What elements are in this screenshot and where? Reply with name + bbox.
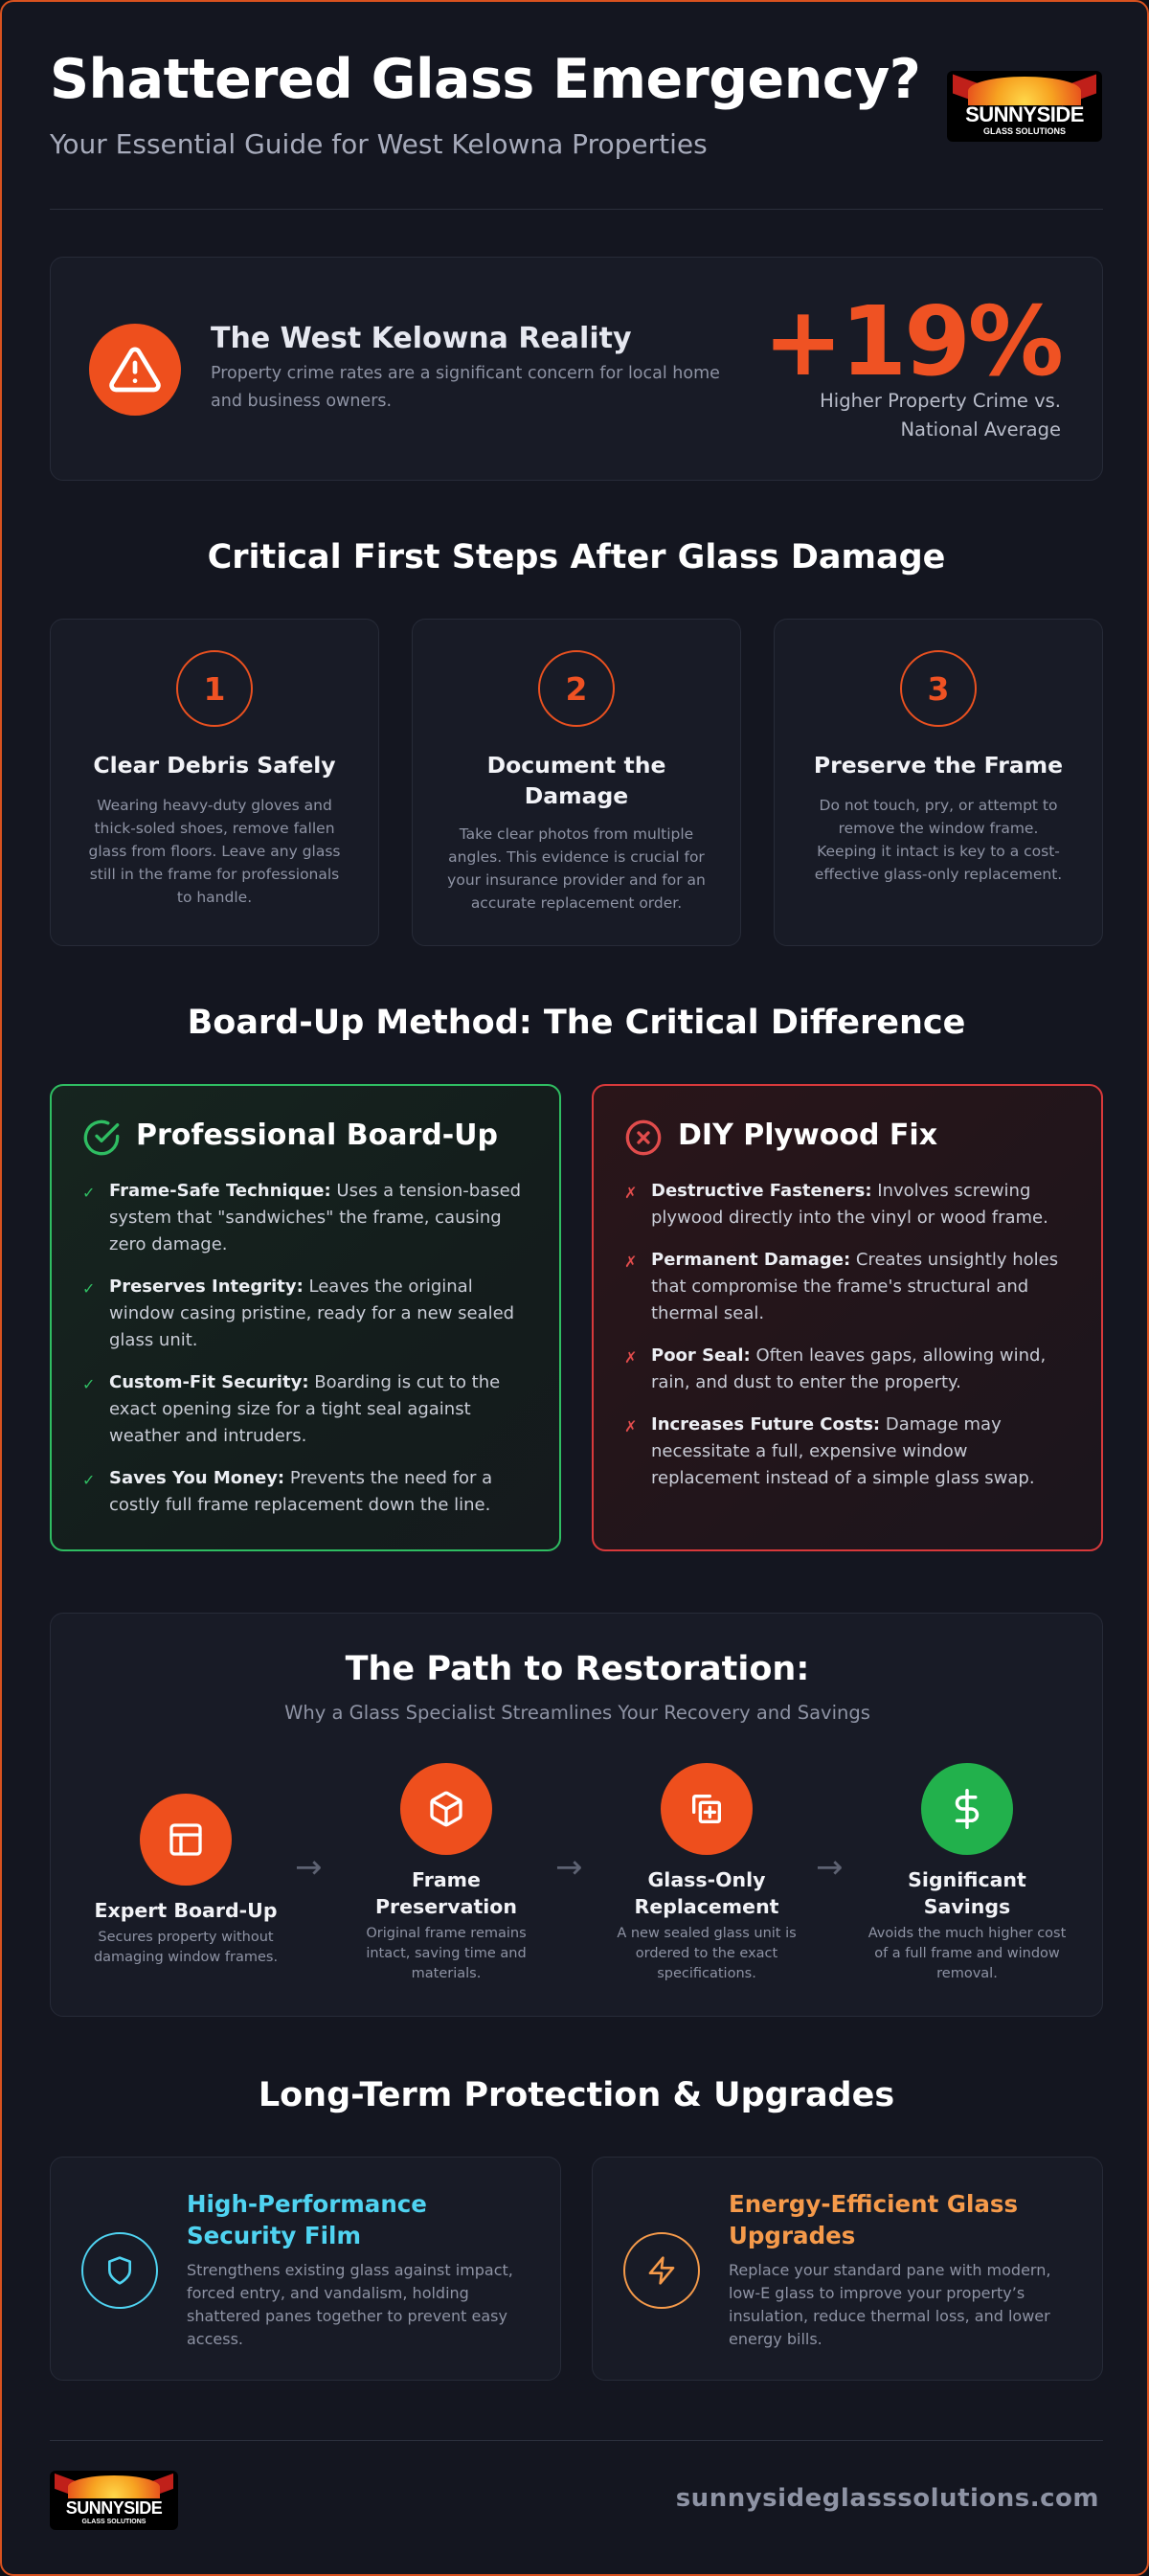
cross-icon: ✗ — [624, 1348, 638, 1367]
long-term-title: Long-Term Protection & Upgrades — [258, 2076, 895, 2114]
path-step-description: A new sealed glass unit is ordered to th… — [617, 1926, 797, 1981]
list-item: ✓Preserves Integrity: Leaves the origina… — [82, 1277, 515, 1350]
page-title: Shattered Glass Emergency? — [50, 48, 921, 111]
check-icon: ✓ — [82, 1375, 96, 1393]
professional-title: Professional Board-Up — [136, 1119, 499, 1152]
logo-tagline: GLASS SOLUTIONS — [982, 126, 1066, 136]
step-description: Take clear photos from multiple angles. … — [447, 825, 706, 912]
crime-stat-value: +19% — [762, 285, 1064, 397]
path-subtitle: Why a Glass Specialist Streamlines Your … — [284, 1702, 870, 1724]
logo-brand: SUNNYSIDE — [965, 102, 1084, 126]
path-step-4: Significant Savings Avoids the much high… — [867, 1763, 1068, 1984]
security-film-card: High-Performance Security Film Strengthe… — [50, 2157, 561, 2381]
energy-glass-title: Energy-Efficient Glass Upgrades — [729, 2190, 1019, 2249]
list-item: ✓Custom-Fit Security: Boarding is cut to… — [82, 1372, 501, 1446]
path-step-title: Expert Board-Up — [94, 1899, 278, 1922]
layout-icon — [140, 1794, 232, 1886]
path-step-description: Secures property without damaging window… — [93, 1930, 279, 1965]
arrow-right-icon: → — [295, 1848, 323, 1887]
professional-list: ✓Frame-Safe Technique: Uses a tension-ba… — [80, 1178, 530, 1534]
cross-icon: ✗ — [624, 1417, 638, 1435]
crime-stat-label: Higher Property Crime vs. National Avera… — [820, 390, 1061, 441]
security-film-title: High-Performance Security Film — [187, 2190, 427, 2249]
cross-icon: ✗ — [624, 1253, 638, 1271]
path-card: The Path to Restoration: Why a Glass Spe… — [50, 1613, 1103, 2017]
logo-brand: SUNNYSIDE — [65, 2498, 163, 2518]
path-step-description: Original frame remains intact, saving ti… — [366, 1926, 527, 1981]
list-item: ✗Permanent Damage: Creates unsightly hol… — [624, 1250, 1059, 1323]
board-up-title: Board-Up Method: The Critical Difference — [187, 1004, 966, 1042]
check-icon: ✓ — [82, 1184, 96, 1202]
sunnyside-logo[interactable]: SUNNYSIDE GLASS SOLUTIONS — [947, 71, 1102, 142]
reality-card — [50, 257, 1103, 481]
path-step-title: Frame Preservation — [375, 1868, 517, 1918]
diy-list: ✗Destructive Fasteners: Involves screwin… — [622, 1178, 1072, 1507]
step-number: 2 — [538, 650, 615, 727]
first-steps-title: Critical First Steps After Glass Damage — [207, 538, 946, 576]
path-step-description: Avoids the much higher cost of a full fr… — [867, 1926, 1067, 1981]
step-card-2: 2 Document the Damage Take clear photos … — [412, 619, 741, 946]
step-card-1: 1 Clear Debris Safely Wearing heavy-duty… — [50, 619, 379, 946]
page-subtitle: Your Essential Guide for West Kelowna Pr… — [50, 128, 708, 160]
list-item: ✓Frame-Safe Technique: Uses a tension-ba… — [82, 1181, 522, 1254]
path-title: The Path to Restoration: — [345, 1650, 810, 1688]
list-item: ✗Poor Seal: Often leaves gaps, allowing … — [624, 1345, 1047, 1392]
step-card-3: 3 Preserve the Frame Do not touch, pry, … — [774, 619, 1103, 946]
list-item: ✗Destructive Fasteners: Involves screwin… — [624, 1181, 1048, 1228]
path-step-1: Expert Board-Up Secures property without… — [85, 1794, 286, 1968]
shield-icon — [81, 2232, 158, 2309]
reality-description: Property crime rates are a significant c… — [211, 364, 720, 411]
arrow-right-icon: → — [555, 1848, 583, 1887]
step-number: 3 — [900, 650, 977, 727]
reality-title: The West Kelowna Reality — [211, 322, 632, 355]
energy-glass-card: Energy-Efficient Glass Upgrades Replace … — [592, 2157, 1103, 2381]
check-circle-icon — [83, 1119, 120, 1156]
step-title: Clear Debris Safely — [93, 752, 336, 779]
list-item: ✓Saves You Money: Prevents the need for … — [82, 1468, 493, 1515]
frame-replace-icon — [661, 1763, 753, 1855]
cross-icon: ✗ — [624, 1184, 638, 1202]
energy-glass-description: Replace your standard pane with modern, … — [729, 2261, 1051, 2348]
lightning-icon — [623, 2232, 700, 2309]
check-icon: ✓ — [82, 1279, 96, 1298]
diy-plywood-card: DIY Plywood Fix ✗Destructive Fasteners: … — [592, 1084, 1103, 1551]
step-description: Wearing heavy-duty gloves and thick-sole… — [88, 797, 341, 906]
step-title: Document the Damage — [486, 752, 666, 809]
x-circle-icon — [625, 1119, 662, 1156]
header-divider — [50, 209, 1103, 210]
path-step-title: Significant Savings — [908, 1868, 1026, 1918]
path-step-title: Glass-Only Replacement — [634, 1868, 779, 1918]
warning-triangle-icon — [89, 324, 181, 416]
path-step-3: Glass-Only Replacement A new sealed glas… — [606, 1763, 807, 1984]
check-icon: ✓ — [82, 1471, 96, 1489]
box-icon — [400, 1763, 492, 1855]
professional-board-up-card: Professional Board-Up ✓Frame-Safe Techni… — [50, 1084, 561, 1551]
step-description: Do not touch, pry, or attempt to remove … — [814, 797, 1063, 883]
security-film-description: Strengthens existing glass against impac… — [187, 2261, 513, 2348]
arrow-right-icon: → — [816, 1848, 844, 1887]
logo-tagline: GLASS SOLUTIONS — [81, 2519, 146, 2525]
step-number: 1 — [176, 650, 253, 727]
list-item: ✗Increases Future Costs: Damage may nece… — [624, 1414, 1035, 1488]
dollar-icon — [921, 1763, 1013, 1855]
footer-divider — [50, 2440, 1103, 2441]
footer-logo[interactable]: SUNNYSIDE GLASS SOLUTIONS — [50, 2471, 178, 2530]
step-title: Preserve the Frame — [813, 752, 1064, 779]
website-link[interactable]: sunnysideglasssolutions.com — [675, 2484, 1099, 2513]
path-step-2: Frame Preservation Original frame remain… — [346, 1763, 547, 1984]
diy-title: DIY Plywood Fix — [678, 1119, 938, 1152]
